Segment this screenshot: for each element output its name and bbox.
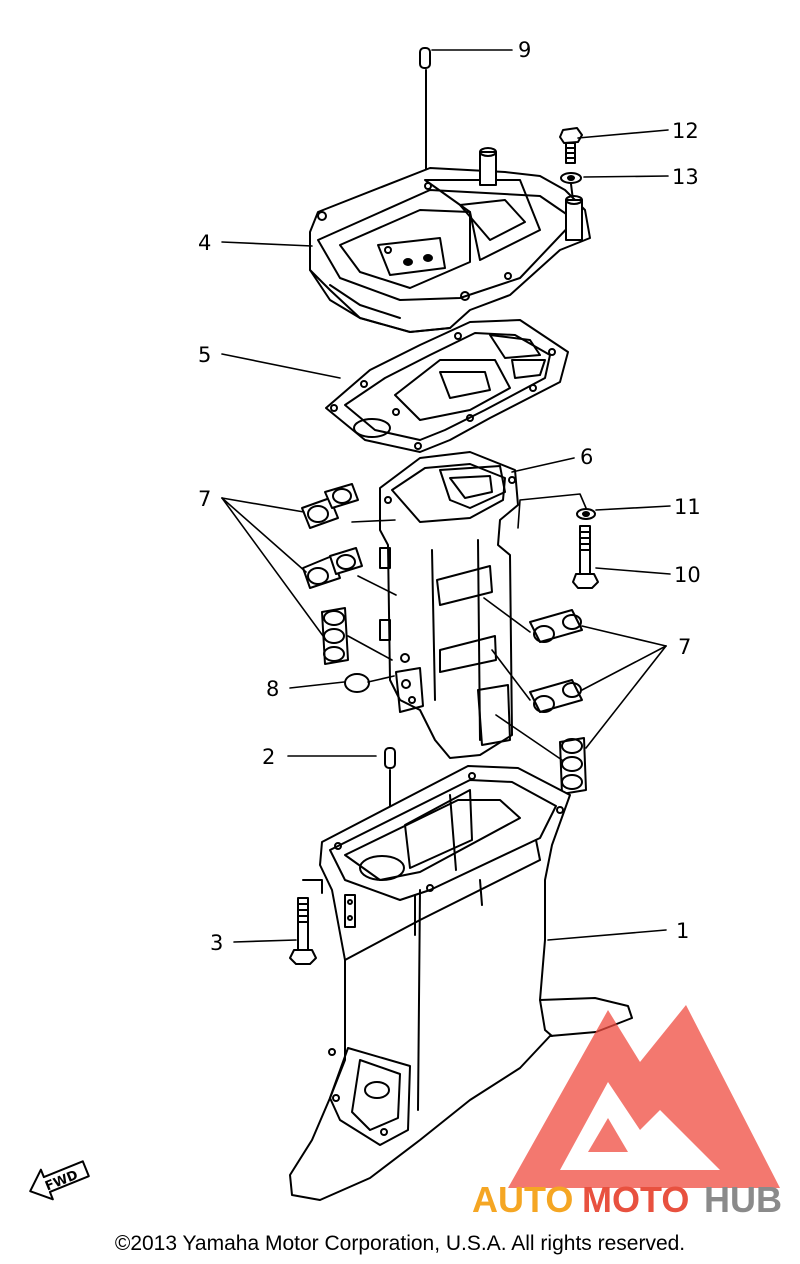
callout-6: 6: [580, 445, 593, 469]
watermark-logo-text: AUTO MOTO HUB: [472, 1179, 782, 1220]
part-6-exhaust-guide: [379, 451, 519, 759]
callout-13: 13: [672, 165, 699, 189]
part-1-drive-shaft-housing: [289, 765, 633, 1201]
watermark-part2: MOTO: [582, 1179, 689, 1220]
part-5-gasket: [325, 319, 569, 453]
callout-8: 8: [266, 677, 279, 701]
watermark-part1: AUTO: [472, 1179, 573, 1220]
callout-3: 3: [210, 931, 223, 955]
callout-10: 10: [674, 563, 701, 587]
watermark-part3: HUB: [704, 1179, 782, 1220]
part-11-washer: [576, 508, 596, 520]
leader-lines: [221, 49, 671, 943]
part-3-bolt: [289, 879, 323, 965]
part-4-upper-casing: [309, 147, 591, 333]
copyright-notice: ©2013 Yamaha Motor Corporation, U.S.A. A…: [114, 1232, 686, 1255]
callout-9: 9: [518, 38, 531, 62]
part-10-bolt: [572, 525, 599, 589]
callout-5: 5: [198, 343, 211, 367]
part-7-mount-rubbers-left: [301, 483, 363, 665]
part-8-plug: [344, 673, 370, 693]
callout-4: 4: [198, 231, 211, 255]
callout-2: 2: [262, 745, 275, 769]
callout-11: 11: [674, 495, 701, 519]
fwd-arrow-icon: [29, 1160, 90, 1201]
part-7-mount-rubbers-right: [529, 609, 587, 795]
callout-1: 1: [676, 919, 689, 943]
callout-7-left: 7: [198, 487, 211, 511]
part-9-dowel-pin: [419, 47, 431, 186]
watermark-logo-mark: [508, 1005, 780, 1188]
callout-12: 12: [672, 119, 699, 143]
callout-7-right: 7: [678, 635, 691, 659]
part-12-bolt: [559, 127, 583, 164]
